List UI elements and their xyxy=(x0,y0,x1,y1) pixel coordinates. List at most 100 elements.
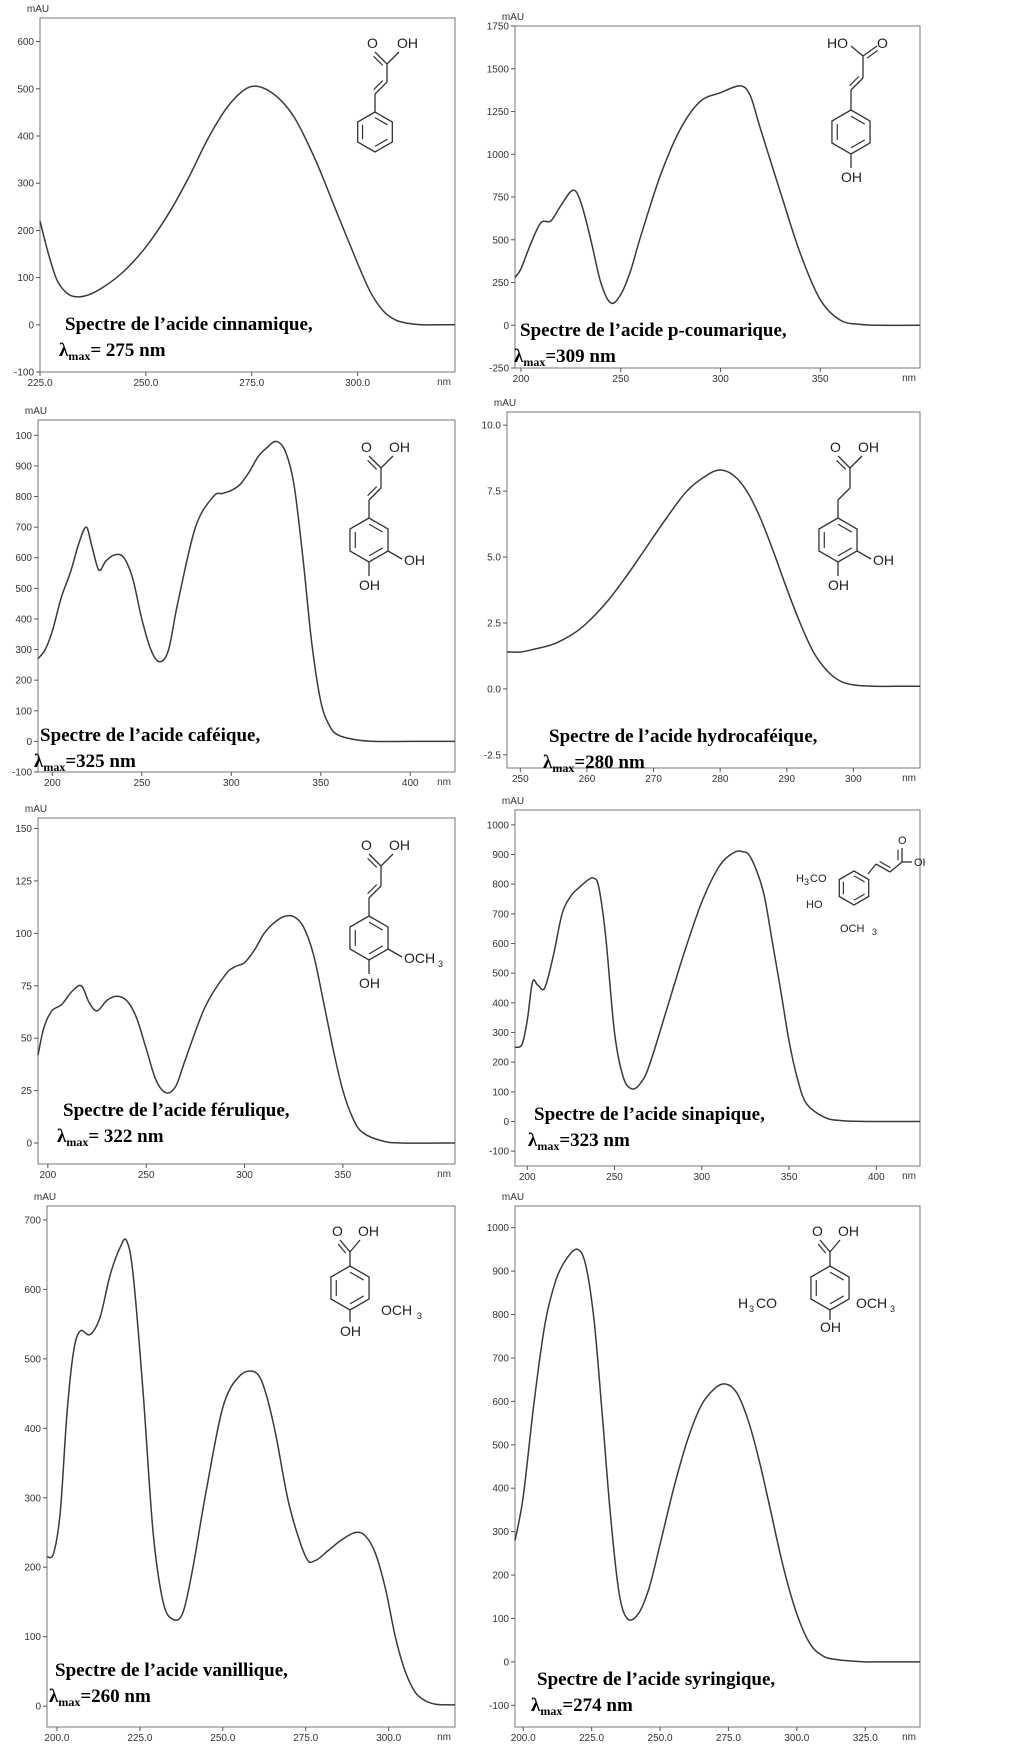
atom-label: OH xyxy=(389,439,410,455)
atom-label: O xyxy=(367,35,378,51)
x-tick-label: 250 xyxy=(606,1172,623,1183)
x-axis-unit: nm xyxy=(437,777,451,788)
spectrum-caption: Spectre de l’acide cinnamique, xyxy=(65,314,313,335)
double-bond xyxy=(337,1243,347,1254)
atom-label: OH xyxy=(820,1319,841,1335)
double-bond xyxy=(367,857,378,868)
spectrum-line xyxy=(46,1238,456,1706)
y-tick-label: 0 xyxy=(503,1657,509,1668)
y-tick-label: 300 xyxy=(15,645,32,656)
double-bond xyxy=(373,80,384,91)
atom-label: O xyxy=(877,35,888,51)
atom-label: O xyxy=(812,1223,823,1239)
y-tick-label: 100 xyxy=(15,706,32,717)
y-tick-label: 900 xyxy=(492,850,509,861)
bond xyxy=(875,863,891,873)
x-tick-label: 325.0 xyxy=(853,1733,878,1744)
atom-label: HO xyxy=(827,35,848,51)
plot-frame xyxy=(46,1205,456,1728)
atom-label: OH xyxy=(404,552,425,568)
x-tick-label: 250.0 xyxy=(210,1733,235,1744)
spectrum-caption: Spectre de l’acide sinapique, xyxy=(534,1104,765,1125)
y-tick-label: 100 xyxy=(24,1632,41,1643)
x-tick-label: 300 xyxy=(693,1172,710,1183)
ring-double-bond xyxy=(853,893,865,901)
y-axis-unit: mAU xyxy=(25,804,47,815)
double-bond xyxy=(866,49,878,59)
lambda-max-caption: λmax=323 nm xyxy=(528,1130,630,1153)
ring-double-bond xyxy=(349,1295,365,1305)
lambda-symbol: λ xyxy=(543,752,553,773)
x-tick-label: 250.0 xyxy=(133,378,158,388)
bond xyxy=(368,853,382,867)
atom-label: H xyxy=(738,1295,748,1311)
atom-label: 3 xyxy=(890,1304,895,1314)
ring-double-bond xyxy=(829,1271,845,1281)
x-tick-label: 260 xyxy=(579,774,596,785)
ring-double-bond xyxy=(829,1295,845,1305)
y-tick-label: 200 xyxy=(15,676,32,687)
x-tick-label: 250 xyxy=(133,778,150,789)
x-tick-label: 300.0 xyxy=(376,1733,401,1744)
y-tick-label: 600 xyxy=(492,1397,509,1408)
y-tick-label: 600 xyxy=(15,553,32,564)
atom-label: CO xyxy=(810,873,827,885)
bond xyxy=(889,861,903,873)
x-tick-label: 300 xyxy=(845,774,862,785)
bond xyxy=(837,455,851,469)
atom-label: O xyxy=(361,439,372,455)
atom-label: OH xyxy=(873,552,894,568)
x-tick-label: 300.0 xyxy=(345,378,370,388)
bond xyxy=(374,81,388,95)
y-tick-label: 0 xyxy=(26,1139,32,1150)
y-tick-label: 400 xyxy=(492,1484,509,1495)
spectrum-line xyxy=(514,850,921,1123)
x-axis-unit: nm xyxy=(437,1169,451,1180)
x-axis-unit: nm xyxy=(902,1171,916,1182)
x-tick-label: 200 xyxy=(513,374,530,385)
x-tick-label: 250 xyxy=(512,774,529,785)
double-bond xyxy=(367,486,378,497)
x-tick-label: 225.0 xyxy=(127,1733,152,1744)
lambda-value: =260 nm xyxy=(80,1686,151,1707)
double-bond xyxy=(849,76,860,87)
bond xyxy=(819,1239,831,1253)
ring-double-bond xyxy=(368,547,384,557)
ring-double-bond xyxy=(368,921,384,931)
bond xyxy=(862,45,878,57)
y-tick-label: 800 xyxy=(15,492,32,503)
x-tick-label: 300.0 xyxy=(784,1733,809,1744)
lambda-subscript: max xyxy=(43,760,65,774)
y-axis-unit: mAU xyxy=(27,4,49,15)
plot-frame xyxy=(506,411,921,769)
x-tick-label: 350 xyxy=(312,778,329,789)
plot-frame xyxy=(37,419,456,773)
lambda-value: =325 nm xyxy=(65,751,136,772)
x-tick-label: 200 xyxy=(519,1172,536,1183)
bond xyxy=(387,550,403,560)
y-tick-label: 0 xyxy=(28,320,34,331)
lambda-symbol: λ xyxy=(514,346,524,367)
y-axis-unit: mAU xyxy=(502,796,524,807)
x-tick-label: 225.0 xyxy=(27,378,52,388)
x-tick-label: 275.0 xyxy=(293,1733,318,1744)
lambda-subscript: max xyxy=(58,1695,80,1709)
ring-double-bond xyxy=(837,523,853,533)
x-tick-label: 290 xyxy=(778,774,795,785)
double-bond xyxy=(373,55,384,66)
x-tick-label: 200.0 xyxy=(44,1733,69,1744)
x-tick-label: 200 xyxy=(44,778,61,789)
lambda-value: =280 nm xyxy=(574,752,645,773)
y-tick-label: 7.5 xyxy=(487,487,501,498)
y-tick-label: 250 xyxy=(492,278,509,289)
y-tick-label: 0 xyxy=(35,1702,41,1713)
y-tick-label: 100 xyxy=(492,1614,509,1625)
spectrum-caption: Spectre de l’acide hydrocaféique, xyxy=(549,726,818,747)
